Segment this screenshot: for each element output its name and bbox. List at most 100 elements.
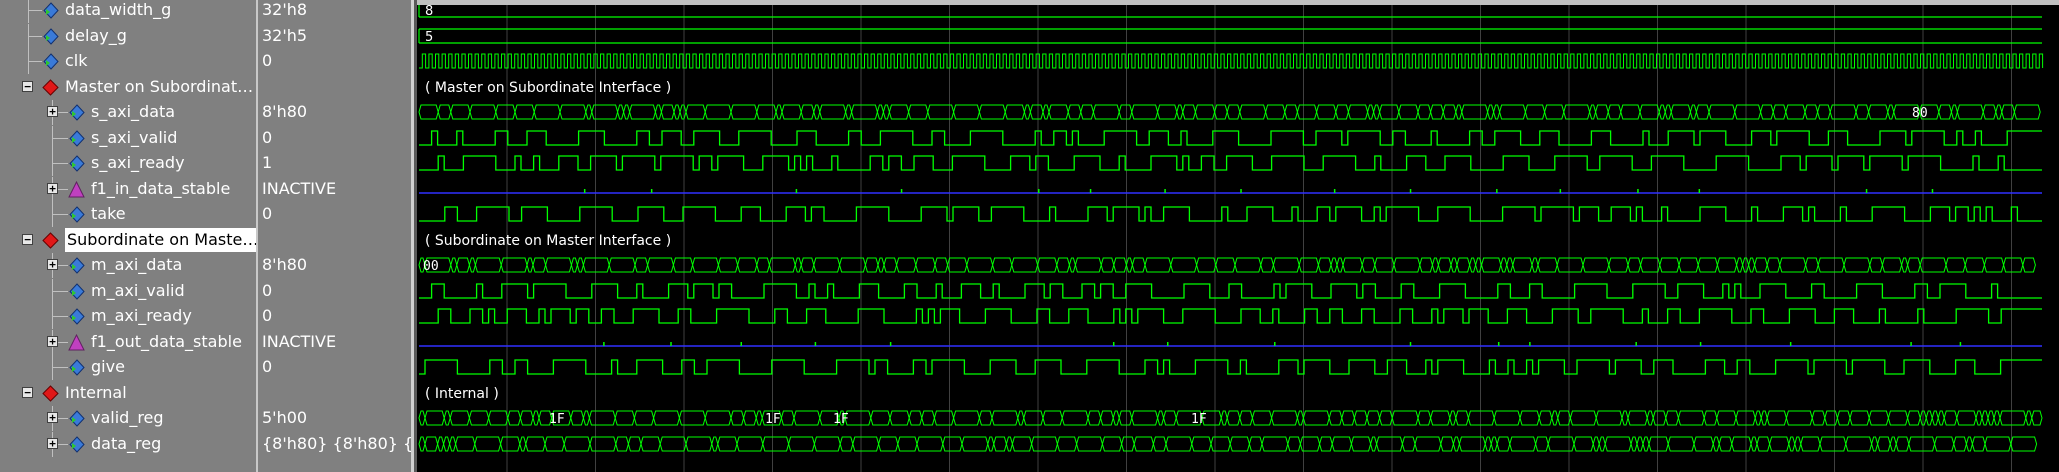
bus-value-label: 1F xyxy=(765,412,781,427)
value-row[interactable]: INACTIVE xyxy=(258,177,411,202)
value-row[interactable] xyxy=(258,75,411,100)
signal-name[interactable]: m_axi_valid xyxy=(91,281,185,300)
waveform-canvas[interactable]: 85( Master on Subordinate Interface )80(… xyxy=(417,5,2059,472)
signal-row[interactable]: take xyxy=(0,202,256,227)
signal-row[interactable]: + data_reg xyxy=(0,432,256,457)
bus-value-label: 5 xyxy=(425,30,433,45)
signal-name[interactable]: Master on Subordinat… xyxy=(65,77,254,96)
signal-name[interactable]: Subordinate on Maste… xyxy=(65,228,256,252)
signal-row[interactable]: + valid_reg xyxy=(0,406,256,431)
signal-name[interactable]: s_axi_ready xyxy=(91,153,185,172)
signal-name[interactable]: m_axi_ready xyxy=(91,306,192,325)
value-row[interactable]: 0 xyxy=(258,49,411,74)
signal-row[interactable]: + s_axi_data xyxy=(0,100,256,125)
value-row[interactable]: INACTIVE xyxy=(258,330,411,355)
diamond-signal-icon xyxy=(68,155,85,172)
expand-toggle[interactable]: + xyxy=(47,438,58,449)
red-diamond-group-icon xyxy=(42,385,59,402)
value-wave-splitter-shadow xyxy=(414,0,417,472)
diamond-signal-icon xyxy=(68,410,85,427)
digital-trace xyxy=(419,283,2042,299)
value-row[interactable]: 8'h80 xyxy=(258,100,411,125)
tree-line xyxy=(52,444,68,445)
signal-name[interactable]: delay_g xyxy=(65,26,127,45)
group-row[interactable]: − Subordinate on Maste… xyxy=(0,228,256,253)
tree-line xyxy=(52,163,68,164)
value-row[interactable]: 0 xyxy=(258,355,411,380)
signal-row[interactable]: give xyxy=(0,355,256,380)
value-wave-splitter[interactable] xyxy=(411,0,414,472)
value-row[interactable]: 1 xyxy=(258,151,411,176)
value-row[interactable] xyxy=(258,228,411,253)
group-row[interactable]: − Internal xyxy=(0,381,256,406)
value-row[interactable]: 0 xyxy=(258,126,411,151)
diamond-signal-icon xyxy=(68,436,85,453)
signal-row[interactable]: s_axi_valid xyxy=(0,126,256,151)
signal-name[interactable]: s_axi_data xyxy=(91,102,176,121)
signal-value: 0 xyxy=(262,204,273,223)
triangle-assertion-icon xyxy=(68,180,85,198)
expand-toggle[interactable]: + xyxy=(47,259,58,270)
bus-trace xyxy=(418,410,2043,426)
signal-row[interactable]: + m_axi_data xyxy=(0,253,256,278)
signal-name[interactable]: take xyxy=(91,204,126,223)
signal-name[interactable]: data_width_g xyxy=(65,0,172,19)
signal-name[interactable]: Internal xyxy=(65,383,127,402)
value-row[interactable]: 5'h00 xyxy=(258,406,411,431)
signal-row[interactable]: + f1_in_data_stable xyxy=(0,177,256,202)
signal-name[interactable]: s_axi_valid xyxy=(91,128,178,147)
expand-toggle[interactable]: + xyxy=(47,412,58,423)
collapse-toggle[interactable]: − xyxy=(22,387,33,398)
tree-line xyxy=(52,138,68,139)
signal-value: 0 xyxy=(262,51,273,70)
signal-row[interactable]: data_width_g xyxy=(0,0,256,23)
collapse-toggle[interactable]: − xyxy=(22,81,33,92)
signal-name[interactable]: give xyxy=(91,357,125,376)
signal-row[interactable]: m_axi_ready xyxy=(0,304,256,329)
diamond-signal-icon xyxy=(68,104,85,121)
signal-name[interactable]: m_axi_data xyxy=(91,255,183,274)
expand-toggle[interactable]: + xyxy=(47,106,58,117)
signal-name[interactable]: clk xyxy=(65,51,88,70)
diamond-param-icon xyxy=(42,53,59,70)
signal-row[interactable]: clk xyxy=(0,49,256,74)
diamond-signal-icon xyxy=(68,308,85,325)
signal-value: 32'h8 xyxy=(262,0,308,19)
signal-row[interactable]: m_axi_valid xyxy=(0,279,256,304)
digital-trace xyxy=(419,206,2042,222)
value-row[interactable]: 0 xyxy=(258,279,411,304)
signal-name[interactable]: f1_in_data_stable xyxy=(91,179,231,198)
signal-value: 0 xyxy=(262,357,273,376)
signal-name[interactable]: valid_reg xyxy=(91,408,164,427)
signal-name[interactable]: data_reg xyxy=(91,434,162,453)
value-row[interactable]: 32'h5 xyxy=(258,24,411,49)
signal-row[interactable]: delay_g xyxy=(0,24,256,49)
value-row[interactable]: 0 xyxy=(258,304,411,329)
digital-trace xyxy=(419,130,2042,146)
signal-row[interactable]: s_axi_ready xyxy=(0,151,256,176)
value-row[interactable]: 8'h80 xyxy=(258,253,411,278)
expand-toggle[interactable]: + xyxy=(47,183,58,194)
name-value-splitter[interactable] xyxy=(256,0,258,472)
value-row[interactable]: 32'h8 xyxy=(258,0,411,23)
bus-value-label: 8 xyxy=(425,5,433,19)
diamond-signal-icon xyxy=(68,257,85,274)
bus-value-label: 1F xyxy=(833,412,849,427)
tree-line xyxy=(52,265,68,266)
value-row[interactable]: 0 xyxy=(258,202,411,227)
value-row[interactable]: {8'h80} {8'h80} {… xyxy=(258,432,411,457)
tree-line xyxy=(52,367,68,368)
diamond-signal-icon xyxy=(68,359,85,376)
group-row[interactable]: − Master on Subordinat… xyxy=(0,75,256,100)
signal-name[interactable]: f1_out_data_stable xyxy=(91,332,242,351)
tree-line xyxy=(52,342,68,343)
bus-value-label: 00 xyxy=(423,259,439,274)
tree-line xyxy=(52,316,68,317)
value-row[interactable] xyxy=(258,381,411,406)
expand-toggle[interactable]: + xyxy=(47,336,58,347)
collapse-toggle[interactable]: − xyxy=(22,234,33,245)
signal-row[interactable]: + f1_out_data_stable xyxy=(0,330,256,355)
